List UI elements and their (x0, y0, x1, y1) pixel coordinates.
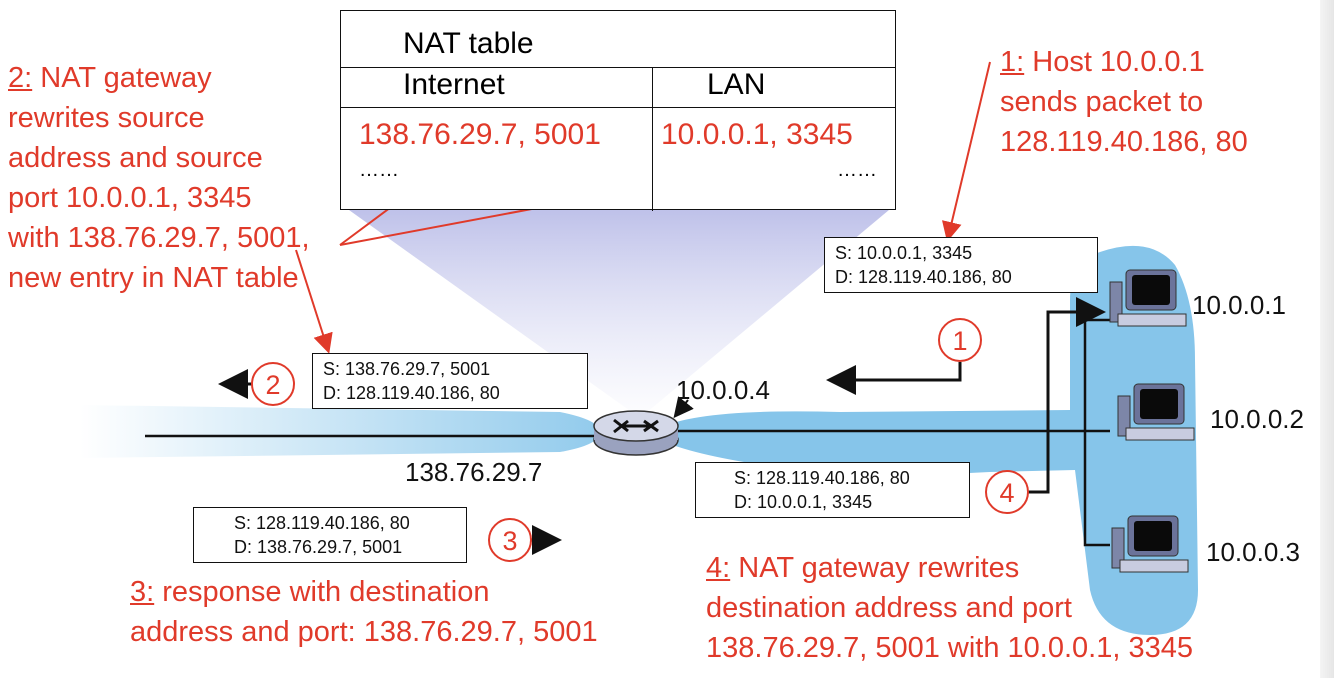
arrow-packet4-flow (1026, 297, 1106, 494)
nat-row-ellipsis-lan: …… (837, 159, 877, 181)
packet-4-destination: D: 10.0.0.1, 3345 (734, 492, 873, 512)
packet-4: S: 128.119.40.186, 80 D: 10.0.0.1, 3345 (695, 462, 970, 518)
nat-row-internet: 138.76.29.7, 5001 (359, 118, 601, 151)
packet-3: S: 128.119.40.186, 80 D: 138.76.29.7, 50… (193, 507, 467, 563)
step-circle-4: 4 (985, 470, 1029, 514)
host-icon-2 (1117, 383, 1195, 441)
packet-2-destination: D: 128.119.40.186, 80 (323, 383, 500, 403)
packet-2: S: 138.76.29.7, 5001 D: 128.119.40.186, … (312, 353, 588, 409)
host-1-address: 10.0.0.1 (1192, 290, 1286, 320)
caption-step-4: 4: NAT gateway rewrites destination addr… (706, 552, 1193, 664)
arrow-caption2-to-packet2 (295, 249, 333, 354)
nat-table-header-internet: Internet (403, 68, 505, 101)
caption-step-1: 1: Host 10.0.0.1 sends packet to 128.119… (1000, 46, 1248, 158)
host-2-address: 10.0.0.2 (1210, 404, 1304, 434)
nat-table-rule-1 (341, 67, 895, 68)
caption-step-2: 2: NAT gateway rewrites source address a… (8, 62, 310, 294)
lan-network (660, 245, 1198, 635)
svg-text:1: 1 (952, 326, 967, 356)
nat-table: NAT table Internet LAN 138.76.29.7, 5001… (340, 10, 896, 211)
router-lan-address: 10.0.0.4 (676, 375, 770, 405)
nat-table-header-lan: LAN (707, 68, 766, 101)
arrow-packet1-flow (826, 362, 962, 395)
packet-1-source: S: 10.0.0.1, 3345 (835, 243, 973, 263)
router-wan-address: 138.76.29.7 (405, 457, 543, 487)
host-3-address: 10.0.0.3 (1206, 537, 1300, 567)
nat-row-ellipsis-internet: …… (359, 159, 399, 181)
lan-link-host3 (1083, 431, 1110, 547)
step-circle-3: 3 (488, 518, 532, 562)
packet-3-source: S: 128.119.40.186, 80 (234, 513, 410, 533)
step-circle-2: 2 (251, 362, 295, 406)
packet-1: S: 10.0.0.1, 3345 D: 128.119.40.186, 80 (824, 237, 1098, 293)
caption-step-3: 3: response with destination address and… (130, 576, 598, 648)
svg-text:4: 4 (999, 478, 1014, 508)
zoom-cone (342, 205, 895, 418)
svg-text:3: 3 (502, 526, 517, 556)
packet-2-source: S: 138.76.29.7, 5001 (323, 359, 491, 379)
nat-table-rule-2 (341, 107, 895, 108)
step-circle-1: 1 (938, 318, 982, 362)
nat-row-lan: 10.0.0.1, 3345 (661, 118, 853, 151)
packet-1-destination: D: 128.119.40.186, 80 (835, 267, 1012, 287)
nat-table-divider (652, 67, 653, 211)
svg-text:2: 2 (265, 370, 280, 400)
packet-4-source: S: 128.119.40.186, 80 (734, 468, 910, 488)
packet-3-destination: D: 138.76.29.7, 5001 (234, 537, 403, 557)
arrow-caption1-to-packet1 (941, 61, 991, 242)
host-icon-3 (1111, 515, 1189, 573)
router-icon (593, 410, 679, 456)
arrow-lan-address (673, 396, 694, 419)
host-icon-1 (1109, 269, 1187, 327)
nat-table-title: NAT table (403, 27, 534, 60)
wan-network (80, 405, 600, 458)
right-edge-shade (1320, 0, 1334, 678)
